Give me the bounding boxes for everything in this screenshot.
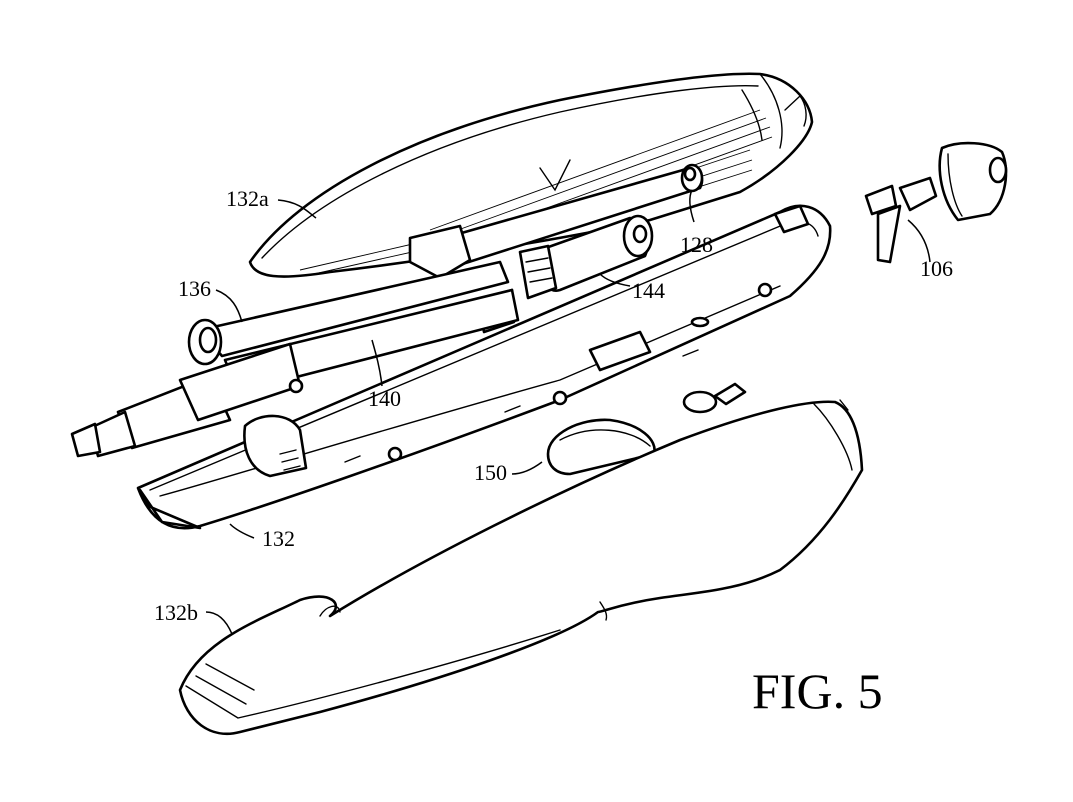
label-150: 150 xyxy=(474,460,507,485)
label-132a: 132a xyxy=(226,186,269,211)
label-136: 136 xyxy=(178,276,211,301)
label-106: 106 xyxy=(920,256,953,281)
fastener-part xyxy=(684,384,745,412)
label-140: 140 xyxy=(368,386,401,411)
figure-title: FIG. 5 xyxy=(752,663,883,719)
label-132: 132 xyxy=(262,526,295,551)
label-144: 144 xyxy=(632,278,665,303)
label-128: 128 xyxy=(680,232,713,257)
nozzle-106 xyxy=(866,143,1006,262)
label-132b: 132b xyxy=(154,600,198,625)
